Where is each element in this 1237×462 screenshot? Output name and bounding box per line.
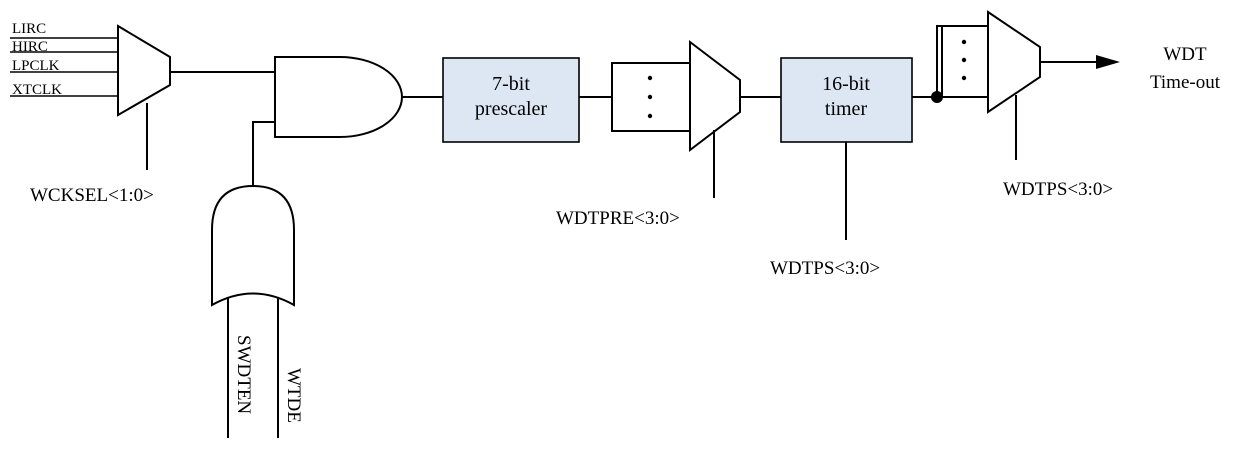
clock-input-label-lpclk: LPCLK	[12, 58, 60, 74]
wdtps-select-mux	[987, 10, 1041, 114]
prescaler-block	[442, 57, 580, 143]
swdten-label: SWDTEN	[233, 335, 254, 414]
tap-dot-3	[647, 113, 653, 119]
tap-dot-5	[961, 57, 967, 63]
prescaler-label-line1: 7-bit	[492, 73, 530, 95]
clock-input-label-lirc: LIRC	[12, 21, 46, 37]
tap-dot-1	[647, 75, 653, 81]
output-label-line2: Time-out	[1150, 72, 1221, 93]
timer-label-line2: timer	[825, 98, 868, 120]
tap-dot-4	[961, 39, 967, 45]
clock-input-label-hirc: HIRC	[12, 39, 48, 55]
wdtps-timer-label: WDTPS<3:0>	[770, 258, 880, 279]
output-label-line1: WDT	[1163, 44, 1207, 65]
clock-input-label-xtclk: XTCLK	[12, 82, 62, 98]
output-arrowhead	[1096, 55, 1120, 69]
wcksel-label: WCKSEL<1:0>	[30, 185, 154, 206]
wdtpre-label: WDTPRE<3:0>	[556, 208, 680, 229]
clock-select-mux	[117, 24, 171, 117]
wdtpre-select-mux	[689, 39, 741, 153]
prescaler-label-line2: prescaler	[475, 98, 548, 120]
clock-input-lines	[10, 37, 118, 97]
and-gate	[274, 56, 403, 138]
timer-block	[780, 57, 913, 143]
wdtps-out-label: WDTPS<3:0>	[1003, 179, 1113, 200]
timer-label-line1: 16-bit	[822, 73, 870, 95]
or-to-and-wire	[252, 121, 275, 188]
wtde-label: WTDE	[283, 368, 304, 423]
tap-dot-2	[647, 94, 653, 100]
or-gate	[211, 184, 295, 307]
tap-dot-6	[961, 75, 967, 81]
